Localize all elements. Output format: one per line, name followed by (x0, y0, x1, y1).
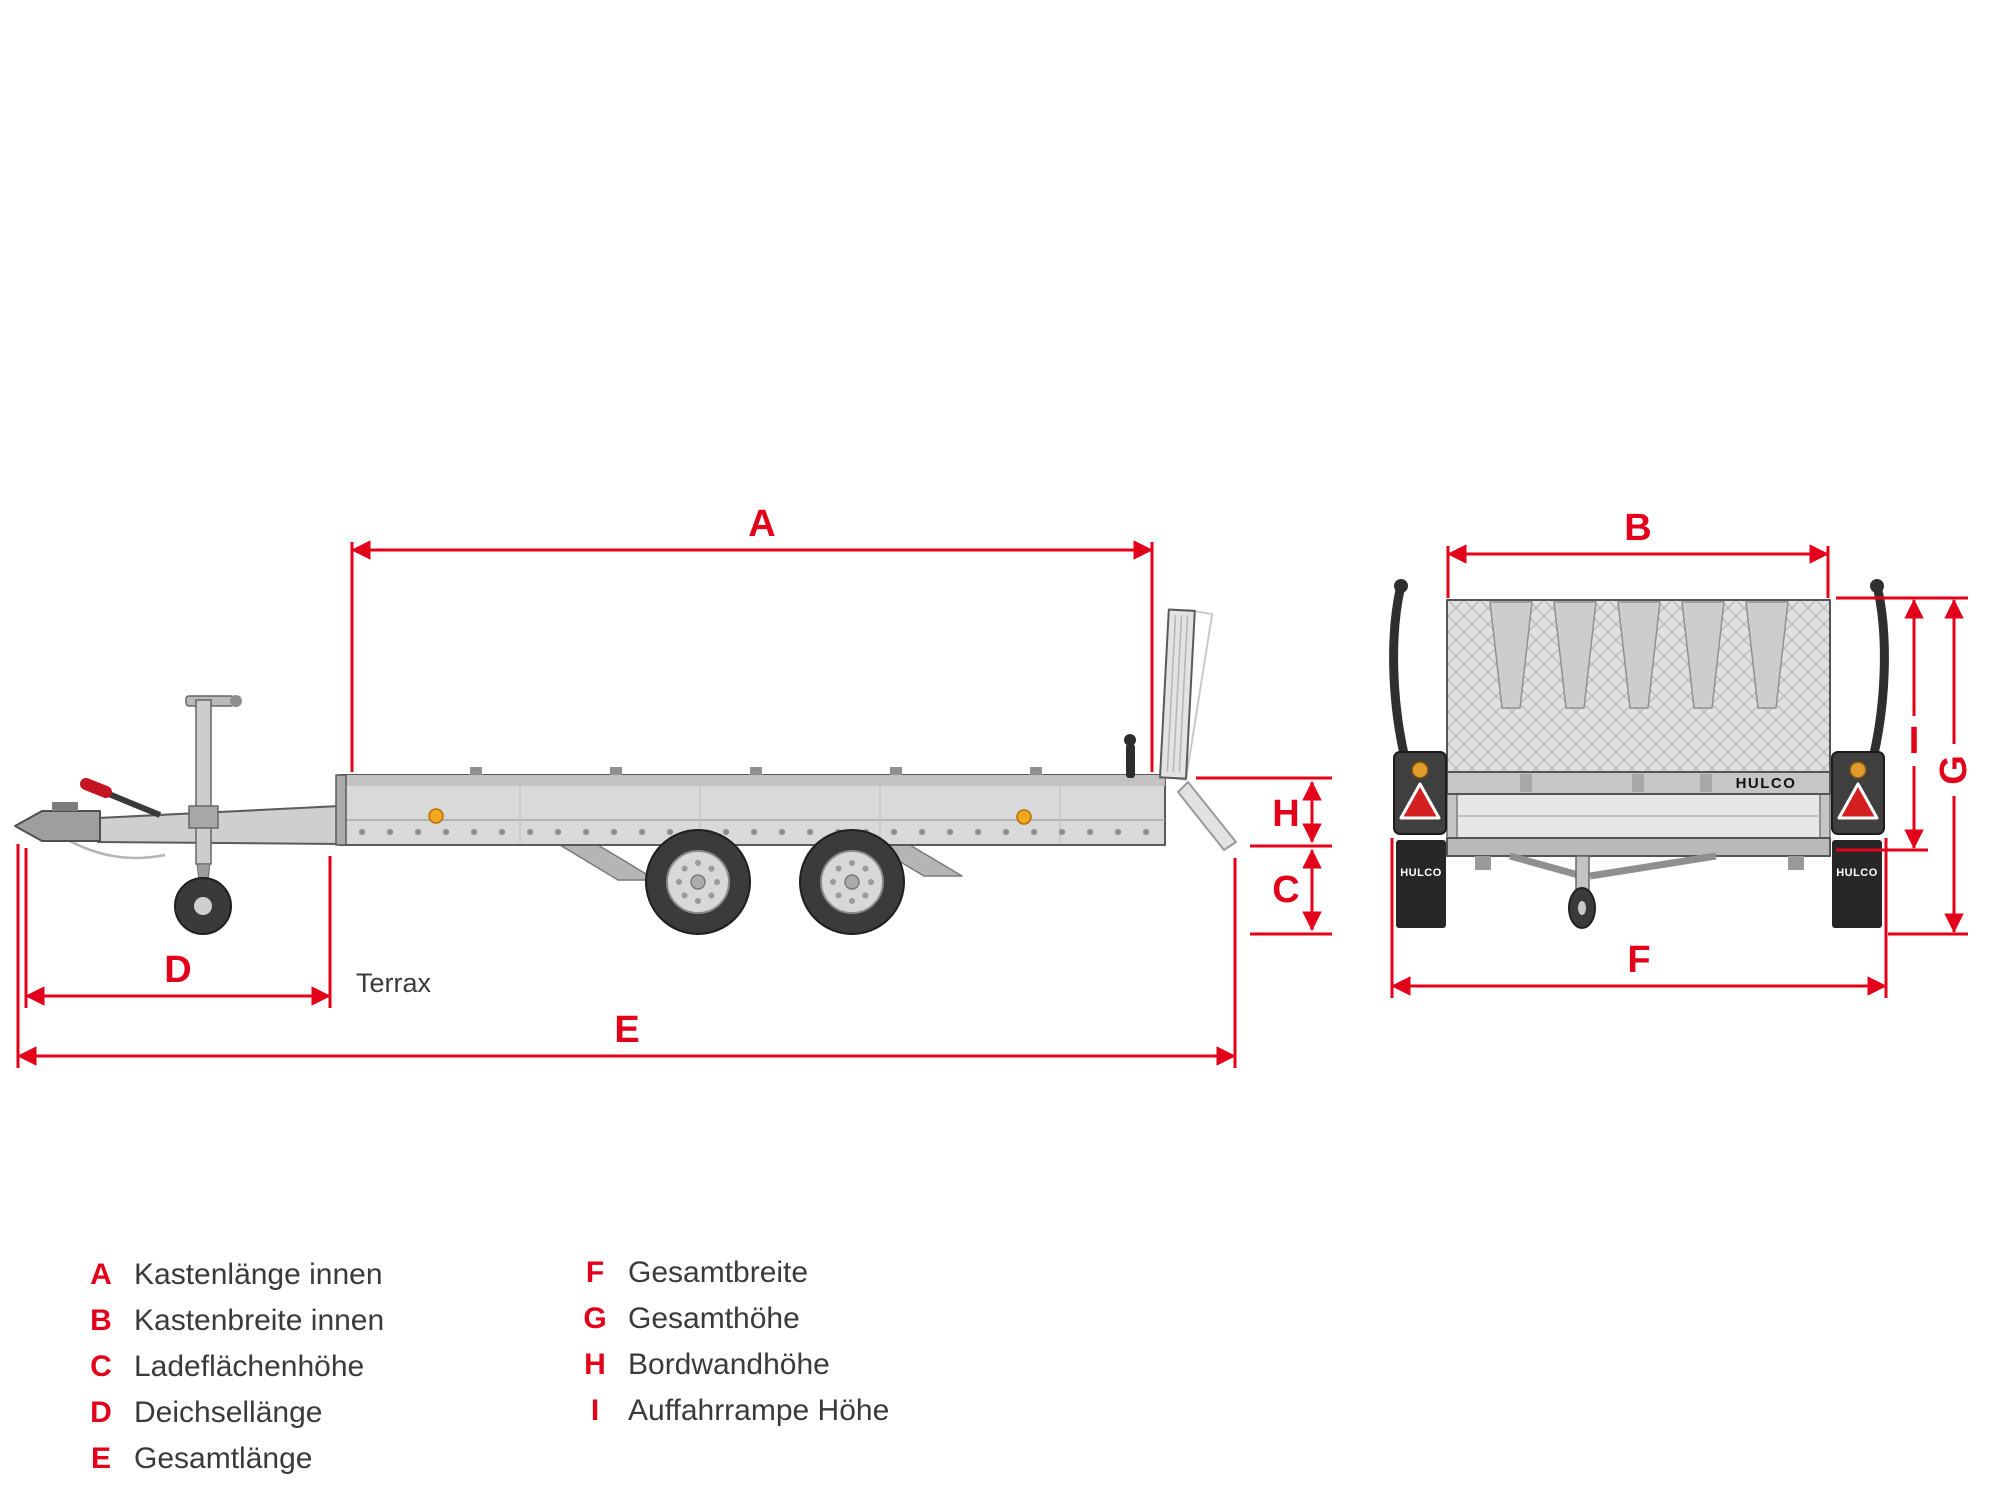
dimension-D: D (24, 848, 332, 1008)
dimension-I: I (1836, 599, 1928, 852)
side-reflector (1016, 809, 1032, 825)
dim-label-B: B (1624, 507, 1651, 549)
dimension-E: E (16, 844, 1237, 1068)
trailer-bed (335, 767, 1166, 881)
legend-text: Deichsellänge (134, 1396, 323, 1429)
dimension-F: F (1390, 838, 1888, 998)
legend-text: Bordwandhöhe (628, 1348, 830, 1381)
mudflap-logo: HULCO (1836, 867, 1878, 879)
dim-label-A: A (748, 503, 775, 545)
legend-item-G: G Gesamthöhe (572, 1302, 889, 1335)
legend-item-H: H Bordwandhöhe (572, 1348, 889, 1381)
mudflap-right: HULCO (1832, 840, 1882, 928)
ramp-rib (1553, 601, 1597, 709)
tail-light-left (1393, 751, 1447, 835)
legend-text: Gesamthöhe (628, 1302, 800, 1335)
tie-down-stub (750, 767, 762, 775)
legend-item-A: A Kastenlänge innen (78, 1258, 384, 1291)
drawbar-v-braces (1509, 852, 1717, 880)
tie-down-stub (1030, 767, 1042, 775)
dimension-A: A (350, 503, 1154, 772)
tie-down-stub (890, 767, 902, 775)
indicator-light (1849, 761, 1867, 779)
brand-logo-beam: HULCO (1736, 775, 1797, 792)
ramp-rib (1617, 601, 1661, 709)
side-reflector (428, 808, 444, 824)
ramp-handle-right (1869, 579, 1889, 759)
legend-letter: E (90, 1442, 111, 1475)
ramp-rib (1489, 601, 1533, 709)
loading-ramp-raised (1159, 608, 1196, 780)
jockey-wheel-rear (1568, 855, 1596, 929)
legend-text: Gesamtbreite (628, 1256, 809, 1289)
bumper-foot-left (1475, 856, 1491, 870)
legend-item-B: B Kastenbreite innen (78, 1304, 385, 1337)
legend-letter: B (90, 1304, 112, 1337)
legend-item-D: D Deichsellänge (78, 1396, 384, 1429)
handbrake-lever (80, 778, 162, 818)
crank-knob (230, 695, 242, 707)
dim-label-E: E (614, 1009, 639, 1051)
rear-beam: HULCO (1446, 771, 1831, 795)
dim-label-I: I (1909, 720, 1920, 762)
wheel-front (645, 829, 751, 935)
dim-label-C: C (1272, 869, 1299, 911)
rear-body-panel (1456, 793, 1821, 841)
underfloor-brace-front (559, 844, 657, 881)
legend-item-F: F Gesamtbreite (572, 1256, 889, 1289)
triangle-reflector (1399, 782, 1441, 820)
legend-item-I: I Auffahrrampe Höhe (572, 1394, 890, 1427)
coupling-head (14, 802, 101, 842)
dim-label-D: D (164, 949, 191, 991)
rear-view: HULCO HULCO HULCO (1389, 579, 1889, 929)
legend-column-2: F Gesamtbreite G Gesamthöhe H Bordwandhö… (572, 1256, 890, 1427)
legend-letter: I (590, 1394, 600, 1427)
tie-down-stub (610, 767, 622, 775)
mudflap-left: HULCO (1396, 840, 1446, 928)
ramp-rib (1681, 601, 1725, 709)
legend-item-C: C Ladeflächenhöhe (78, 1350, 384, 1383)
legend-letter: H (584, 1348, 606, 1381)
legend-text: Kastenbreite innen (134, 1304, 385, 1337)
model-label: Terrax (356, 968, 432, 998)
dimension-G: G (1836, 596, 1975, 936)
breakaway-cable (69, 839, 166, 860)
triangle-reflector (1837, 782, 1879, 820)
jockey-wheel (174, 695, 242, 935)
legend-letter: D (90, 1396, 112, 1429)
legend-text: Kastenlänge innen (134, 1258, 383, 1291)
ramp-lock-lever (1124, 734, 1136, 778)
rear-bumper (1446, 837, 1831, 857)
tail-light-right (1831, 751, 1885, 835)
legend-letter: F (585, 1256, 605, 1289)
indicator-light (1411, 761, 1429, 779)
bumper-foot-right (1788, 856, 1804, 870)
ramp-foot (1177, 781, 1237, 851)
dim-label-G: G (1933, 755, 1975, 785)
dimension-H: H (1196, 776, 1332, 843)
legend-text: Gesamtlänge (134, 1442, 313, 1475)
legend-letter: C (90, 1350, 112, 1383)
dimension-C: C (1250, 844, 1332, 936)
legend-letter: A (90, 1258, 112, 1291)
legend-column-1: A Kastenlänge innen B Kastenbreite innen… (78, 1258, 385, 1475)
tie-down-stub (470, 767, 482, 775)
ramp-rib (1745, 601, 1789, 709)
ramp-handle-left (1389, 579, 1409, 759)
legend-item-E: E Gesamtlänge (78, 1442, 384, 1475)
dim-label-H: H (1272, 793, 1299, 835)
legend-text: Ladeflächenhöhe (134, 1350, 365, 1383)
legend-text: Auffahrrampe Höhe (628, 1394, 890, 1427)
dimension-B: B (1446, 507, 1830, 598)
legend-letter: G (583, 1302, 607, 1335)
mudflap-logo: HULCO (1400, 867, 1442, 879)
wheel-rear (799, 829, 905, 935)
side-view (14, 608, 1237, 935)
mesh-ramp-panel (1446, 599, 1831, 773)
dim-label-F: F (1627, 939, 1650, 981)
